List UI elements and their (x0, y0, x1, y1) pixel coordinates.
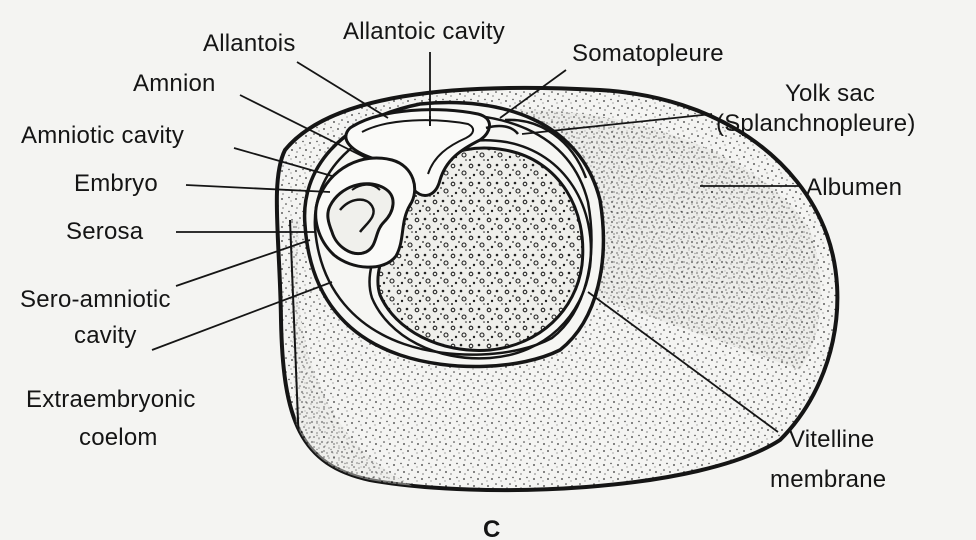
label-vitelline-membrane: membrane (770, 466, 886, 494)
label-amniotic-cavity: Amniotic cavity (21, 122, 184, 150)
label-embryo: Embryo (74, 170, 158, 198)
panel-letter: C (483, 516, 500, 540)
label-allantoic-cavity: Allantoic cavity (343, 18, 505, 46)
label-splanchnopleure: (Splanchnopleure) (716, 110, 916, 138)
label-extraembryonic: Extraembryonic (26, 386, 196, 414)
label-serosa: Serosa (66, 218, 143, 246)
label-yolk-sac: Yolk sac (785, 80, 875, 108)
label-sero-amniotic: Sero-amniotic (20, 286, 171, 314)
label-somatopleure: Somatopleure (572, 40, 724, 68)
label-coelom: coelom (79, 424, 158, 452)
label-amnion: Amnion (133, 70, 216, 98)
label-vitelline: Vitelline (789, 426, 874, 454)
label-albumen: Albumen (806, 174, 902, 202)
label-sero-amniotic-cavity: cavity (74, 322, 137, 350)
label-allantois: Allantois (203, 30, 296, 58)
